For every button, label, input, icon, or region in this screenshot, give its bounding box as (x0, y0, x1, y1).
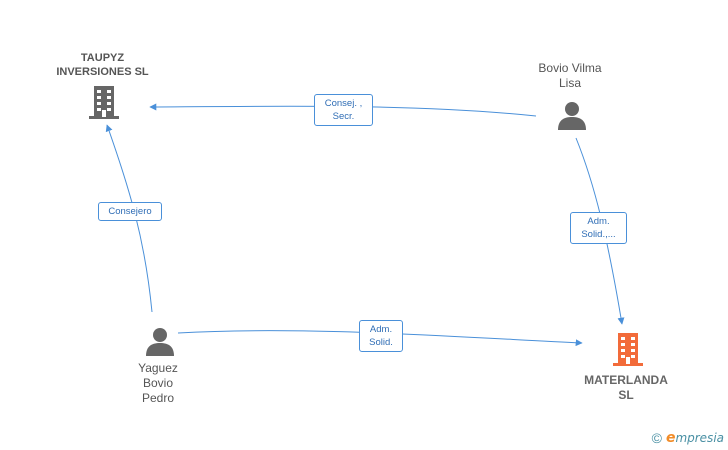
edge-label-line: Secr. (332, 111, 355, 122)
person-icon[interactable] (146, 328, 174, 356)
edge-label-vilma-to-materlanda[interactable]: Adm. Solid.,... (570, 212, 627, 244)
edge-label-line: Consej. , (324, 98, 363, 109)
node-label-line: SL (618, 388, 634, 402)
edge-label-line: Consejero (108, 206, 152, 217)
edge-label-line: Adm. (587, 216, 610, 227)
brand-initial: e (665, 430, 676, 446)
node-label-line: Bovio (142, 376, 174, 390)
node-label-bovio-vilma[interactable]: Bovio Vilma Lisa (520, 61, 620, 91)
brand-name: empresia (666, 430, 724, 446)
edge-label-line: Solid. (369, 337, 393, 348)
node-label-materlanda[interactable]: MATERLANDA SL (570, 373, 682, 403)
node-label-line: Pedro (141, 391, 175, 405)
building-icon[interactable] (613, 333, 643, 366)
node-label-line: MATERLANDA (584, 373, 668, 387)
brand-watermark[interactable]: © empresia (652, 430, 724, 446)
brand-name-rest: mpresia (675, 431, 724, 445)
node-label-line: INVERSIONES SL (56, 66, 149, 78)
copyright-icon: © (651, 430, 662, 446)
node-label-line: Yaguez (138, 361, 178, 375)
edge-label-line: Solid.,... (581, 229, 616, 240)
node-label-yaguez[interactable]: Yaguez Bovio Pedro (118, 361, 198, 406)
edge-label-line: Adm. (369, 324, 393, 335)
edge-label-vilma-to-taupyz[interactable]: Consej. , Secr. (314, 94, 373, 126)
node-label-line: Lisa (558, 76, 581, 90)
building-icon[interactable] (89, 86, 119, 119)
node-label-line: TAUPYZ (80, 52, 125, 64)
person-icon[interactable] (558, 102, 586, 130)
edge-label-yaguez-to-taupyz[interactable]: Consejero (98, 202, 162, 221)
node-label-line: Bovio Vilma (538, 61, 602, 75)
node-label-taupyz[interactable]: TAUPYZ INVERSIONES SL (40, 51, 165, 79)
edge-label-yaguez-to-materlanda[interactable]: Adm. Solid. (359, 320, 403, 352)
